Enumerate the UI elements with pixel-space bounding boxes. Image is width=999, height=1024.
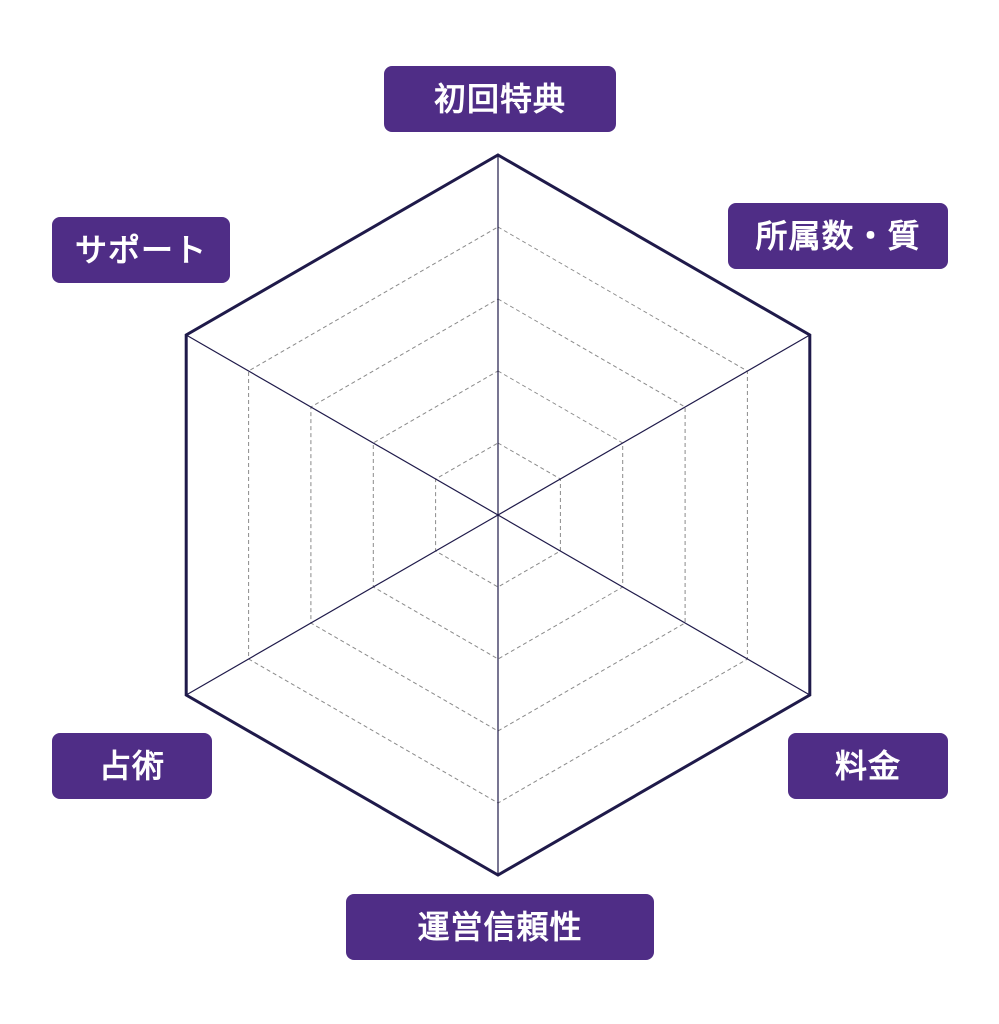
axis-label-roster-quality: 所属数・質 xyxy=(728,203,948,269)
axis-label-first-time-bonus: 初回特典 xyxy=(384,66,616,132)
grid-outer-ring xyxy=(184,153,812,877)
axis-label-price: 料金 xyxy=(788,733,948,799)
axis-spoke-4 xyxy=(185,514,499,696)
axis-spoke-2 xyxy=(497,514,811,696)
axis-spoke-1 xyxy=(497,334,811,516)
axis-label-support: サポート xyxy=(52,217,230,283)
axis-label-divination: 占術 xyxy=(52,733,212,799)
axis-spoke-5 xyxy=(185,334,499,516)
axis-label-operator-reliability: 運営信頼性 xyxy=(346,894,654,960)
